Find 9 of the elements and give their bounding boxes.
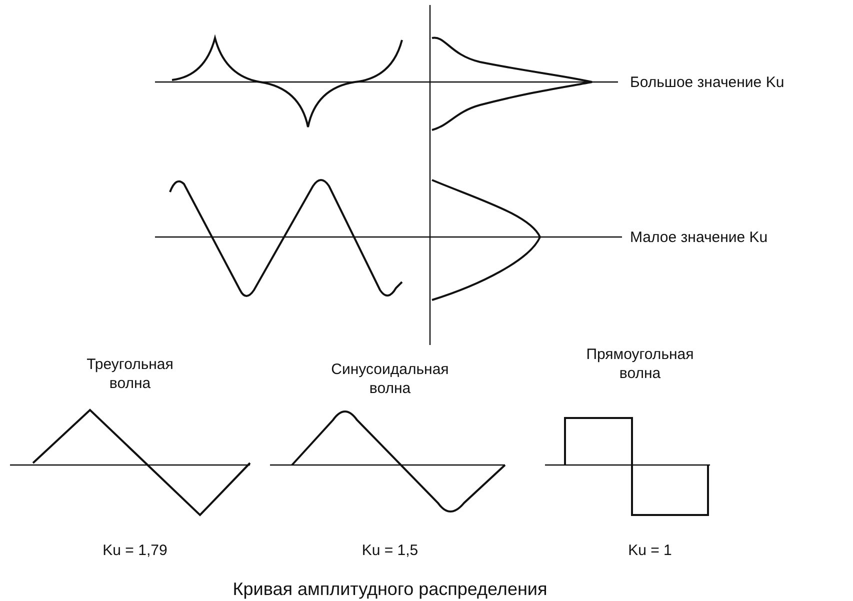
waveform-label: Синусоидальная волна [330,360,450,398]
kurtosis-value: Ku = 1,5 [360,541,420,560]
caption: Кривая амплитудного распределения [232,578,548,600]
waveform-label: Треугольная волна [86,355,174,393]
curve-label: Малое значение Ku [630,228,768,247]
kurtosis-value: Ku = 1 [627,541,673,560]
waveform-label: Прямоугольная волна [585,345,695,383]
kurtosis-value: Ku = 1,79 [102,541,168,560]
curve-label: Большое значение Ku [630,73,784,92]
